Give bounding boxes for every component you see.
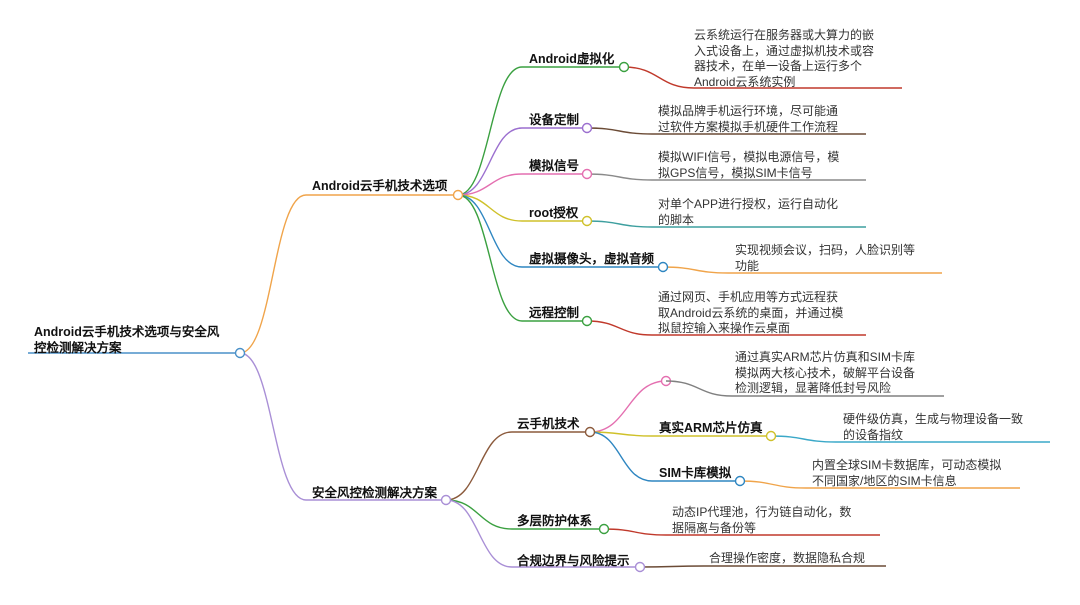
root-label: Android云手机技术选项与安全风 控检测解决方案	[34, 324, 219, 356]
link-cloud-desc	[589, 380, 667, 433]
link-desc-signal	[586, 173, 653, 181]
branch-security-label: 安全风控检测解决方案	[312, 486, 438, 500]
node-dot-arm	[765, 430, 777, 442]
desc-device-customization: 模拟品牌手机运行环境，尽可能通 过软件方案模拟手机硬件工作流程	[658, 104, 839, 134]
node-device-customization: 设备定制	[529, 113, 580, 127]
desc-signal-simulation: 模拟WIFI信号，模拟电源信号，模 拟GPS信号，模拟SIM卡信号	[658, 150, 840, 180]
node-signal-simulation: 模拟信号	[529, 159, 580, 173]
link-desc-rootauth	[586, 220, 653, 228]
link-compliance-desc	[639, 565, 705, 568]
link-cloud-arm	[589, 431, 653, 437]
node-dot-compliance	[634, 561, 646, 573]
link-desc-device	[586, 127, 653, 135]
desc-remote-control: 通过网页、手机应用等方式远程获 取Android云系统的桌面，并通过模 拟鼠控输…	[658, 290, 844, 335]
link-desc-android	[623, 66, 695, 89]
link-sim-desc	[739, 480, 807, 489]
link-branch1-android	[457, 66, 523, 196]
node-multilayer-protection: 多层防护体系	[517, 514, 593, 528]
node-sim-library: SIM卡库模拟	[659, 466, 732, 480]
link-layers-desc	[603, 528, 667, 536]
root-line-2: 控检测解决方案	[34, 341, 122, 355]
node-virtual-camera-audio: 虚拟摄像头，虚拟音频	[529, 252, 655, 266]
node-dot-remote	[581, 315, 593, 327]
node-dot-android	[618, 61, 630, 73]
branch-tech-options-label: Android云手机技术选项	[312, 179, 448, 193]
node-dot-branch2	[440, 494, 452, 506]
node-android-virtualization: Android虚拟化	[529, 52, 615, 66]
node-dot-layers	[598, 523, 610, 535]
node-dot-camera	[657, 261, 669, 273]
link-branch2-layers	[445, 499, 513, 530]
link-cloud-desc-text	[665, 380, 733, 397]
node-remote-control: 远程控制	[529, 306, 580, 320]
node-dot-cloud	[584, 426, 596, 438]
node-cloud-phone-tech: 云手机技术	[517, 417, 580, 431]
desc-arm-emulation: 硬件级仿真，生成与物理设备一致 的设备指纹	[843, 412, 1024, 442]
node-root-auth: root授权	[529, 206, 579, 220]
desc-sim-library: 内置全球SIM卡数据库，可动态模拟 不同国家/地区的SIM卡信息	[812, 458, 1002, 488]
link-branch1-camera	[457, 194, 523, 268]
root-line-1: Android云手机技术选项与安全风	[34, 325, 220, 339]
node-dot-device	[581, 122, 593, 134]
link-branch1-device	[457, 127, 523, 196]
desc-cloud-phone-tech: 通过真实ARM芯片仿真和SIM卡库 模拟两大核心技术，破解平台设备 检测逻辑，显…	[735, 350, 916, 395]
link-arm-desc	[770, 435, 837, 443]
desc-virtual-camera-audio: 实现视频会议，扫码，人脸识别等 功能	[735, 243, 916, 273]
link-root-branch2	[239, 352, 307, 501]
node-dot-root	[234, 347, 246, 359]
desc-android-virtualization: 云系统运行在服务器或大算力的嵌 入式设备上，通过虚拟机技术或容 器技术，在单一设…	[694, 28, 875, 89]
link-branch1-rootauth	[457, 194, 523, 222]
link-cloud-sim	[589, 431, 653, 482]
link-branch1-signal	[457, 173, 523, 196]
link-root-branch1	[239, 194, 307, 354]
node-compliance: 合规边界与风险提示	[517, 554, 630, 568]
desc-compliance: 合理操作密度，数据隐私合规	[709, 551, 866, 565]
node-dot-sim	[734, 475, 746, 487]
link-branch2-compliance	[445, 499, 513, 568]
link-desc-camera	[662, 266, 729, 274]
desc-root-auth: 对单个APP进行授权，运行自动化 的脚本	[658, 197, 839, 227]
link-branch2-cloud	[445, 431, 513, 501]
desc-multilayer-protection: 动态IP代理池，行为链自动化，数 据隔离与备份等	[672, 505, 852, 535]
node-dot-branch1	[452, 189, 464, 201]
link-desc-remote	[586, 320, 653, 336]
node-dot-rootauth	[581, 215, 593, 227]
node-dot-signal	[581, 168, 593, 180]
node-arm-emulation: 真实ARM芯片仿真	[659, 421, 763, 435]
link-branch1-remote	[457, 194, 523, 322]
